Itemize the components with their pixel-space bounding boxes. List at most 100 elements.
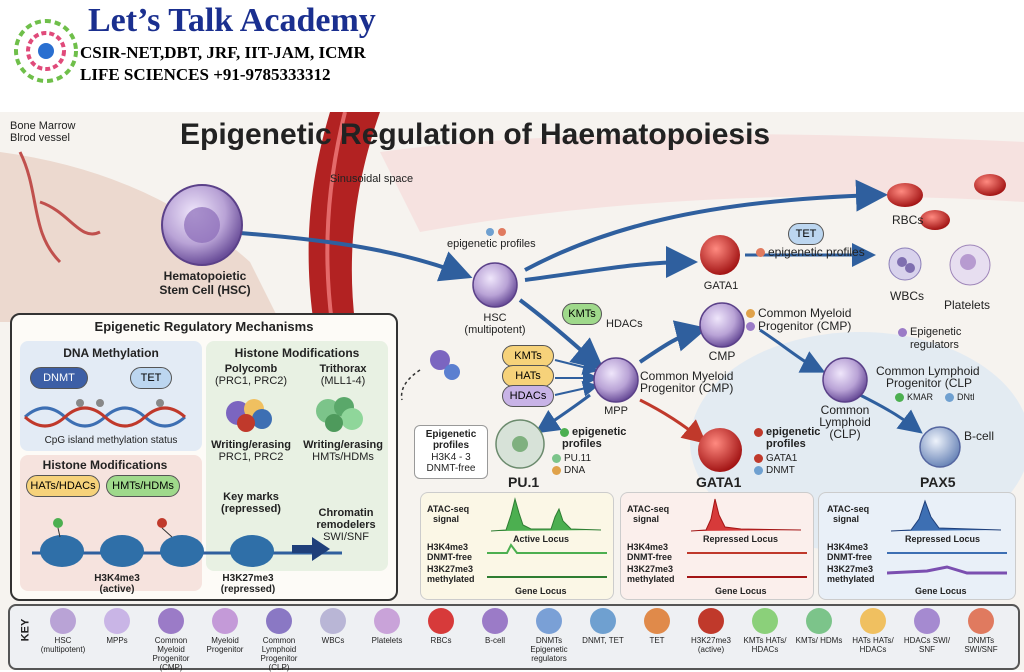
key-item-icon [428,608,454,634]
brand-header: Let’s Talk Academy CSIR-NET,DBT, JRF, II… [0,0,440,100]
pax5-dnmt-free: DNMT-free [827,552,873,562]
key-item-icon [104,608,130,634]
mpp-cmp-label-1: Common Myeloid [640,369,734,383]
histone-mod-left-box: Histone Modifications HATs/HDACs HMTs/HD… [20,455,202,591]
hsc-multipotent-label: (multipotent) [464,324,526,336]
pu1-profile-3: H3K4 - 3 [431,452,471,463]
pu1-dnmt-free: DNMT-free [427,552,473,562]
key-item: HSC (multipotent) [36,608,90,654]
key-item-label: Common Lymphoid Progenitor (CLP) [260,636,298,672]
hist-mod-right-title: Histone Modifications [234,346,360,360]
gata1-methylated: methylated [627,574,675,584]
key-item-icon [266,608,292,634]
key-item: Common Myeloid Progenitor (CMP) [144,608,198,672]
pu1-profile-2: profiles [432,440,470,451]
pu1-locus-label: Active Locus [513,534,570,544]
nucleosome-icons [32,518,342,567]
gata1-locus-label: Repressed Locus [703,534,779,544]
dna-methylation-box: DNA Methylation DNMT TET CpG island meth… [20,341,202,451]
gata1-atac-track [691,498,801,532]
bone-marrow-label: Bone Marrow [10,120,76,132]
mechanisms-panel: Epigenetic Regulatory Mechanisms DNA Met… [10,313,398,601]
key-item: MPPs [90,608,144,645]
arrow-hsc-to-hsc [239,231,473,282]
pax5-atac-2: signal [833,514,860,524]
pu1-profile-4: DNMT-free [426,463,476,474]
mpp-cell [593,357,639,403]
key-item-label: Myeloid Progenitor [206,636,244,654]
clp-cell [822,357,868,403]
academy-logo [14,19,78,83]
rbc-1 [887,183,923,207]
gata1-dnmt-free: DNMT-free [627,552,673,562]
key-item: KMTs/ HDMs [792,608,846,645]
epi-regulators-2: regulators [910,339,959,351]
dnmt-pill: DNMT [30,367,88,389]
pu1-atac-track [491,497,601,532]
key-item: TET [630,608,684,645]
key-item: B-cell [468,608,522,645]
blood-vessel-label: Blrod vessel [10,132,70,144]
pu1-gene-locus: Gene Locus [515,586,567,596]
gata1-atac-2: signal [633,514,660,524]
hsc-main-label-1: Hematopoietic [163,269,247,283]
pax5-gene-locus: Gene Locus [915,586,967,596]
chromatin-label-1: Chromatin [318,507,374,519]
pu1-item1: PU.11 [552,453,591,465]
clp-label-3: (CLP) [829,427,861,441]
key-item-label: Common Myeloid Progenitor (CMP) [152,636,190,672]
key-item: Common Lymphoid Progenitor (CLP) [252,608,306,672]
bcell-label: B-cell [964,429,995,443]
h3k27me3-label-2: (repressed) [220,584,276,595]
pu1-atac-1: ATAC-seq [427,504,470,514]
polycomb-label-1: Polycomb [224,363,278,375]
key-item-label: B-cell [484,636,505,645]
dna-helix-icon [23,399,187,428]
key-item-label: HSC (multipotent) [40,636,86,654]
key-item-icon [914,608,940,634]
pax5-mark-tracks [887,552,1007,575]
key-item-icon [158,608,184,634]
gata1-track-box: ATAC-seq signal Repressed Locus H3K4me3 … [620,492,814,600]
key-item: HATs HATs/ HDACs [846,608,900,654]
gata1-epi-1: epigenetic [754,426,820,438]
pax5-h3k4: H3K4me3 [827,542,869,552]
gata1-h3k27: H3K27me3 [627,564,674,574]
chromatin-label-3: SWI/SNF [323,531,369,543]
pu1-atac-2: signal [433,514,460,524]
key-item: WBCs [306,608,360,645]
cmp-cell [699,302,745,348]
tet-pill-2: TET [130,367,172,389]
writing1-label-1: Writing/erasing [211,439,291,451]
hsc-label: HSC [483,312,507,324]
cell-diagram [161,174,1006,472]
brand-line-1: CSIR-NET,DBT, JRF, IIT-JAM, ICMR [80,43,366,62]
hsc-multipotent-cell [472,262,518,308]
histone-mod-right-box: Histone Modifications Polycomb (PRC1, PR… [206,341,388,571]
sinusoidal-label: Sinusoidal space [330,173,414,185]
page-title: Epigenetic Regulation of Haematopoiesis [180,118,771,151]
key-item-label: DNMTs Epigenetic regulators [530,636,568,663]
gata1-label: GATA1 [703,280,739,292]
gata1-cell-2 [698,428,742,472]
gata1-h3k4: H3K4me3 [627,542,669,552]
complex-icons [226,397,363,432]
mechanisms-title: Epigenetic Regulatory Mechanisms [94,319,314,334]
mpp-cmp-label-2: Progenitor (CMP) [640,381,734,395]
key-item: DNMTs SWI/SNF [954,608,1008,654]
hist-mod-left-title: Histone Modifications [42,458,168,472]
key-item-label: DNMTs SWI/SNF [964,636,998,654]
tet-pill: TET [788,223,824,245]
key-item-label: HATs HATs/ HDACs [852,636,894,654]
rbcs-label: RBCs [892,213,924,227]
hats-hdacs-pill: HATs/HDACs [26,475,100,497]
platelets-label: Platelets [944,298,991,312]
key-item: Myeloid Progenitor [198,608,252,654]
clp-label-1: Common [820,403,870,417]
gata1-atac-1: ATAC-seq [627,504,670,514]
pax5-title: PAX5 [920,474,956,490]
hmts-hdms-pill: HMTs/HDMs [106,475,180,497]
cmp-legend-1: Common Myeloid [746,307,851,319]
pax5-atac-track [891,499,1001,532]
key-item: DNMTs Epigenetic regulators [522,608,576,663]
